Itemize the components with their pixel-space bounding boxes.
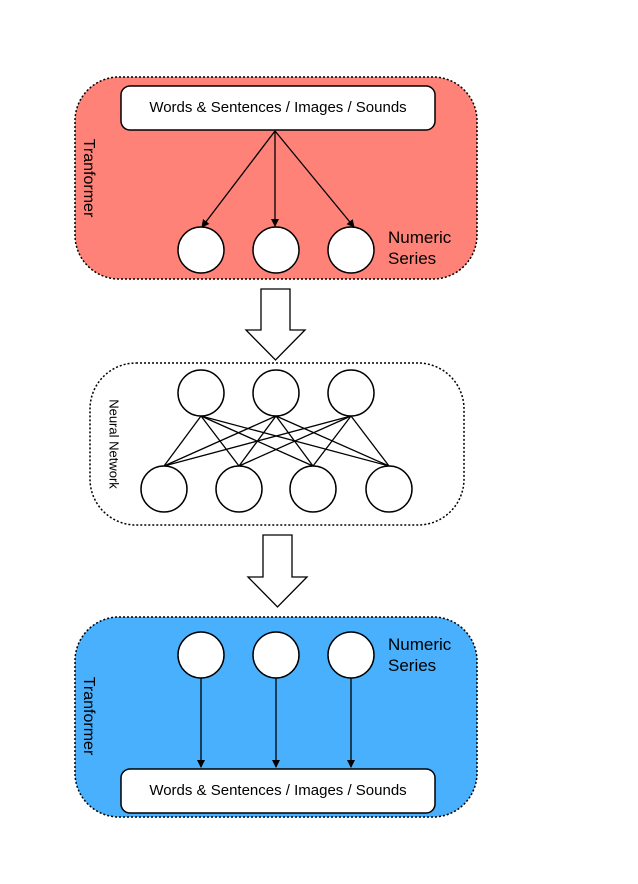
top-arrow-left bbox=[201, 130, 276, 228]
flow-arrow-top-to-network bbox=[244, 288, 307, 361]
bottom-panel-side-label: Tranformer bbox=[80, 677, 97, 756]
network-input-node-3 bbox=[327, 369, 375, 417]
top-arrow-right bbox=[274, 130, 355, 228]
bottom-numeric-node-3 bbox=[327, 631, 375, 679]
network-output-node-4 bbox=[365, 465, 413, 513]
network-input-node-1 bbox=[177, 369, 225, 417]
top-numeric-node-3 bbox=[327, 226, 375, 274]
network-output-node-2 bbox=[215, 465, 263, 513]
top-panel-side-label: Tranformer bbox=[80, 139, 97, 218]
top-input-box bbox=[120, 85, 436, 131]
top-numeric-node-2 bbox=[252, 226, 300, 274]
bottom-series-label-line2: Series bbox=[388, 656, 436, 675]
top-numeric-node-1 bbox=[177, 226, 225, 274]
network-panel-side-label: Neural Network bbox=[107, 399, 122, 489]
top-series-label-line2: Series bbox=[388, 249, 436, 268]
network-output-node-3 bbox=[289, 465, 337, 513]
bottom-output-box bbox=[120, 768, 436, 814]
bottom-numeric-node-1 bbox=[177, 631, 225, 679]
bottom-output-box-text: Words & Sentences / Images / Sounds bbox=[149, 782, 406, 799]
top-transformer-panel: Tranformer Words & Sentences / Images / … bbox=[74, 76, 478, 280]
top-input-box-text: Words & Sentences / Images / Sounds bbox=[149, 99, 406, 116]
flow-arrow-network-to-bottom bbox=[246, 534, 309, 608]
network-output-node-1 bbox=[140, 465, 188, 513]
bottom-series-label-line1: Numeric bbox=[388, 635, 452, 654]
network-input-node-2 bbox=[252, 369, 300, 417]
top-series-label-line1: Numeric bbox=[388, 228, 452, 247]
neural-network-panel: Neural Network bbox=[89, 362, 465, 526]
bottom-numeric-node-2 bbox=[252, 631, 300, 679]
bottom-transformer-panel: Tranformer Numeric Series Words & Senten… bbox=[74, 616, 478, 818]
network-connections bbox=[163, 415, 390, 467]
